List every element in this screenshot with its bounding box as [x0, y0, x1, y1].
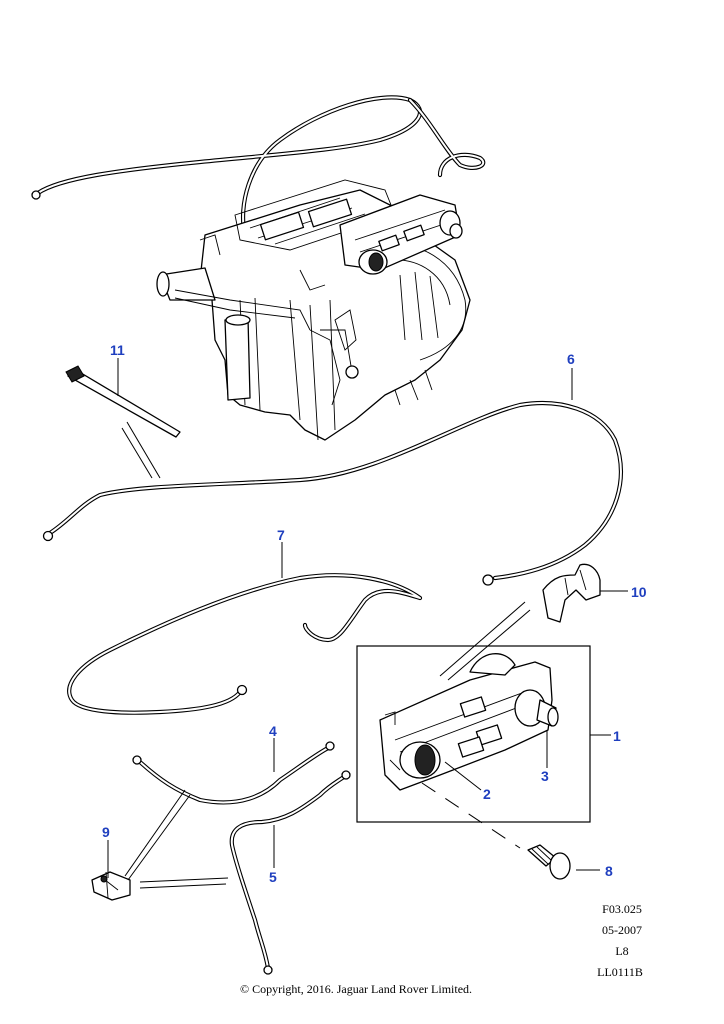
callout-6: 6 — [567, 351, 575, 367]
callout-8: 8 — [605, 863, 613, 879]
bracket-10 — [542, 563, 601, 623]
illustration-code: LL0111B — [597, 965, 643, 979]
callout-4: 4 — [269, 723, 277, 739]
callout-9: 9 — [102, 824, 110, 840]
figure-date: 05-2007 — [602, 923, 642, 937]
cable-6 — [42, 400, 623, 586]
cable-tie-11 — [65, 365, 181, 438]
copyright-text: © Copyright, 2016. Jaguar Land Rover Lim… — [239, 982, 473, 996]
fastener-8 — [527, 844, 571, 880]
upper-control-head — [339, 194, 463, 275]
callout-5: 5 — [269, 869, 277, 885]
cable-5 — [229, 770, 351, 975]
control-assembly-1 — [379, 653, 559, 791]
clip-9 — [91, 871, 131, 901]
callout-10: 10 — [631, 584, 647, 600]
cable-7 — [67, 573, 423, 715]
control-assembly-frame — [356, 645, 591, 823]
leader-lines — [107, 358, 628, 889]
callout-3: 3 — [541, 768, 549, 784]
callout-2: 2 — [483, 786, 491, 802]
callout-11: 11 — [110, 342, 125, 358]
cable-4 — [132, 741, 335, 805]
model-code: L8 — [615, 944, 629, 958]
figure-reference: F03.025 — [602, 902, 642, 916]
callout-7: 7 — [277, 527, 285, 543]
callout-1: 1 — [613, 728, 621, 744]
